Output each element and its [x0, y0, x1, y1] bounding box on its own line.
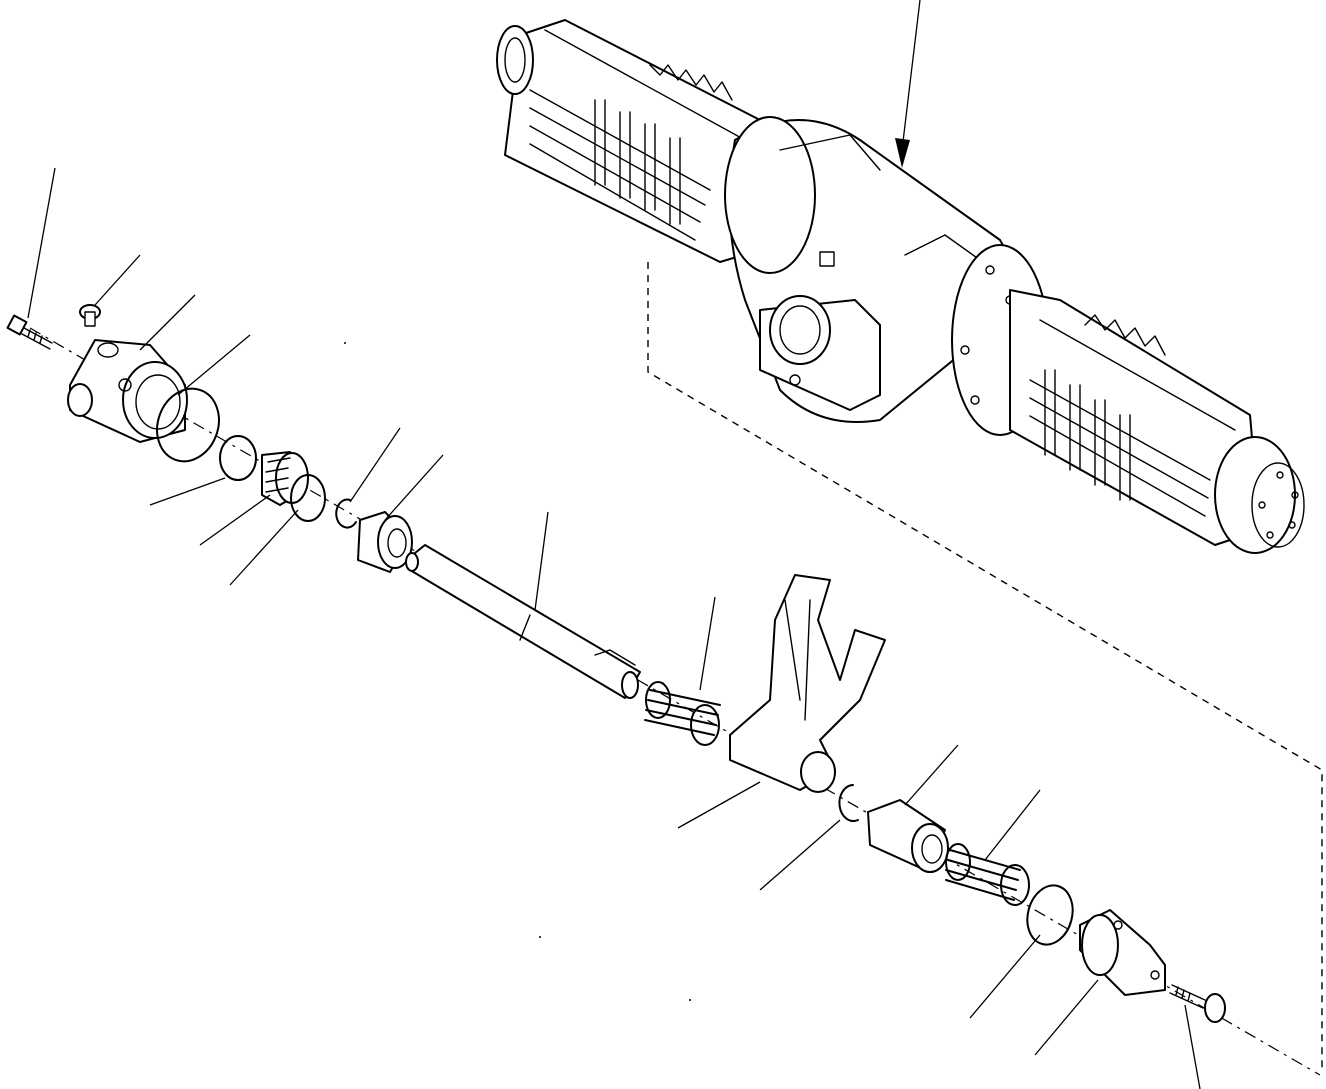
end-o-ring — [1026, 884, 1074, 946]
piston-seal-ring — [290, 474, 326, 522]
spring — [644, 681, 721, 746]
piston — [261, 451, 309, 506]
shift-fork — [729, 574, 886, 793]
small-o-ring — [219, 435, 257, 481]
axle-arrow — [895, 0, 921, 168]
leader-lines — [27, 167, 1201, 1089]
housing-bolt — [6, 314, 53, 350]
snap-ring — [335, 498, 357, 529]
breather-plug — [79, 304, 101, 327]
fork-snap-ring — [838, 784, 859, 822]
sleeve — [867, 799, 949, 873]
large-o-ring — [156, 387, 220, 463]
shift-cylinder-housing — [67, 339, 188, 443]
return-spring — [945, 843, 1030, 906]
cover-bolt — [1169, 984, 1226, 1023]
axle-housing — [496, 19, 1305, 554]
end-cover — [1079, 909, 1166, 996]
reference-box — [647, 262, 1323, 1070]
spacer-sleeve — [357, 511, 413, 573]
shift-rod — [405, 544, 641, 699]
